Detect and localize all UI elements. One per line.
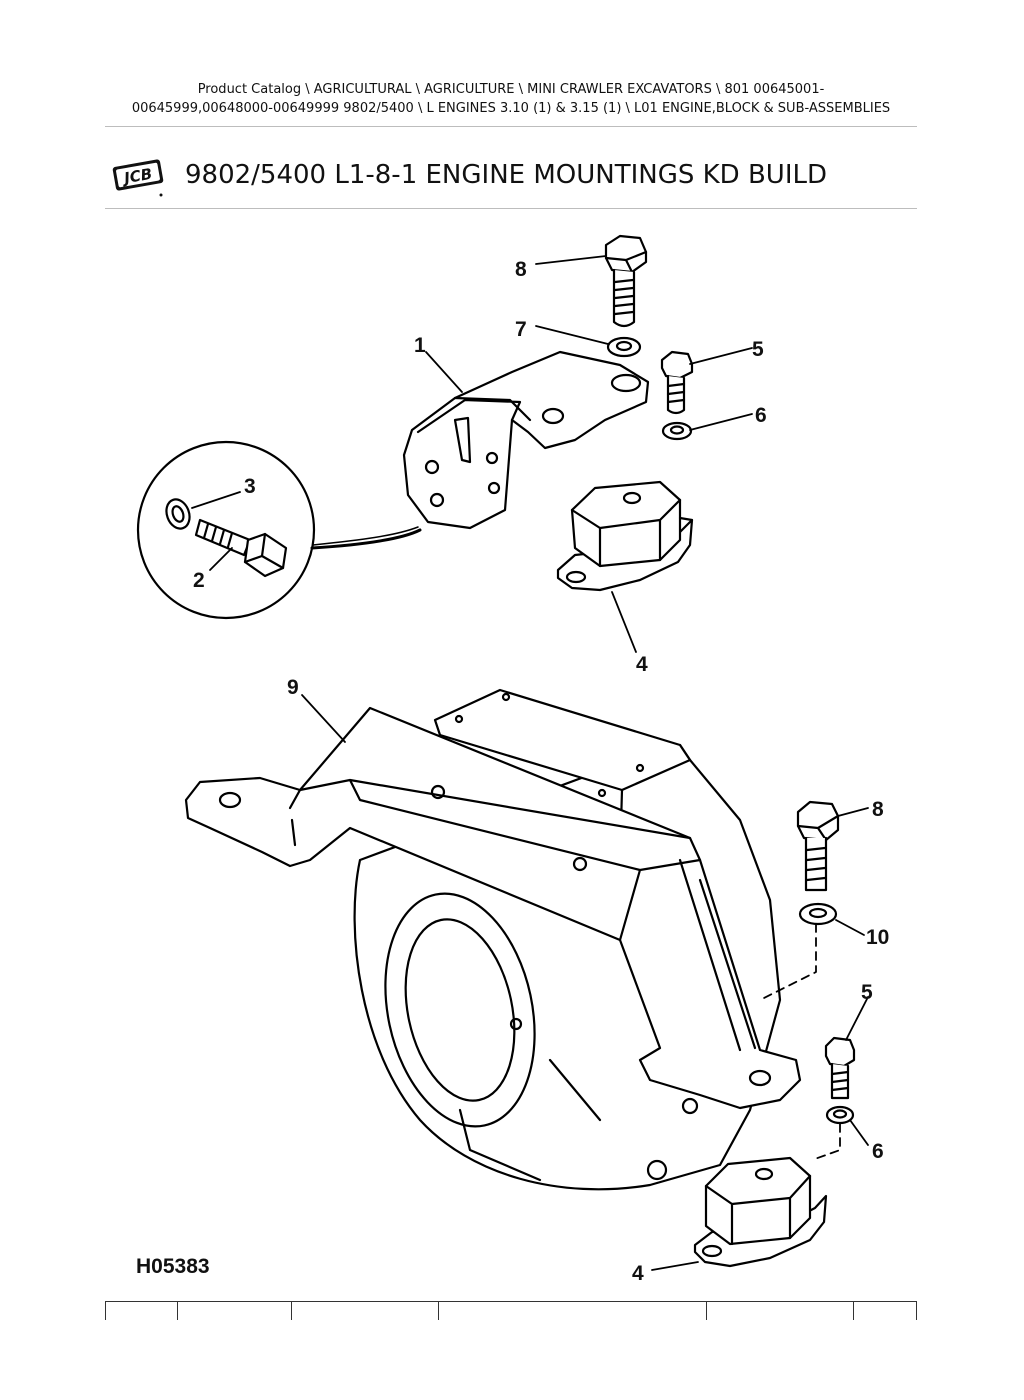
callout-8-lower: 8 [872, 798, 884, 821]
engine-bracket-part-9 [184, 706, 802, 1110]
washer-part-6-top [661, 421, 693, 441]
parts-table-header [105, 1301, 917, 1320]
callout-5-lower: 5 [861, 981, 873, 1004]
engine-bracket-part-1 [402, 350, 650, 530]
bolt-part-5-top [660, 350, 694, 415]
page-title: 9802/5400 L1-8-1 ENGINE MOUNTINGS KD BUI… [185, 160, 828, 190]
callout-10: 10 [866, 926, 889, 949]
breadcrumb-line-2: 00645999,00648000-00649999 9802/5400 \ L… [131, 101, 891, 116]
table-col-divider [438, 1302, 439, 1320]
callout-4-top: 4 [636, 653, 648, 676]
table-col-divider [916, 1302, 917, 1320]
callout-7: 7 [515, 318, 527, 341]
callout-8-top: 8 [515, 258, 527, 281]
bolt-part-5-lower [824, 1036, 856, 1100]
table-col-divider [706, 1302, 707, 1320]
bolt-part-8-top [604, 234, 648, 328]
callout-labels: 8 7 1 5 6 3 2 4 9 8 10 5 6 4 [193, 258, 889, 1285]
table-col-divider [853, 1302, 854, 1320]
callout-2: 2 [193, 569, 205, 592]
washer-part-10 [798, 902, 838, 926]
callout-5-top: 5 [752, 338, 764, 361]
callout-6-lower: 6 [872, 1140, 884, 1163]
table-col-divider [105, 1302, 106, 1320]
bolt-part-8-lower [796, 800, 840, 892]
callout-3: 3 [244, 475, 256, 498]
logo-text: JCB [120, 165, 154, 188]
rubber-mount-part-4-lower [693, 1156, 828, 1268]
callout-6-top: 6 [755, 404, 767, 427]
rubber-mount-part-4-top [556, 480, 694, 592]
washer-part-7 [606, 336, 642, 358]
table-col-divider [291, 1302, 292, 1320]
exploded-parts-diagram: 8 7 1 5 6 3 2 4 9 8 10 5 6 4 [136, 234, 889, 1285]
detail-inset-circle [136, 440, 422, 620]
table-col-divider [177, 1302, 178, 1320]
callout-9: 9 [287, 676, 299, 699]
breadcrumb: Product Catalog \ AGRICULTURAL \ AGRICUL… [105, 80, 917, 118]
callout-1: 1 [414, 334, 426, 357]
washer-part-6-lower [825, 1105, 855, 1125]
figure-code: H05383 [136, 1255, 210, 1278]
callout-4-lower: 4 [632, 1262, 644, 1285]
header-divider [105, 126, 917, 127]
breadcrumb-line-1: Product Catalog \ AGRICULTURAL \ AGRICUL… [197, 82, 825, 97]
jcb-logo-icon: JCB [112, 159, 164, 197]
title-divider [105, 208, 917, 209]
